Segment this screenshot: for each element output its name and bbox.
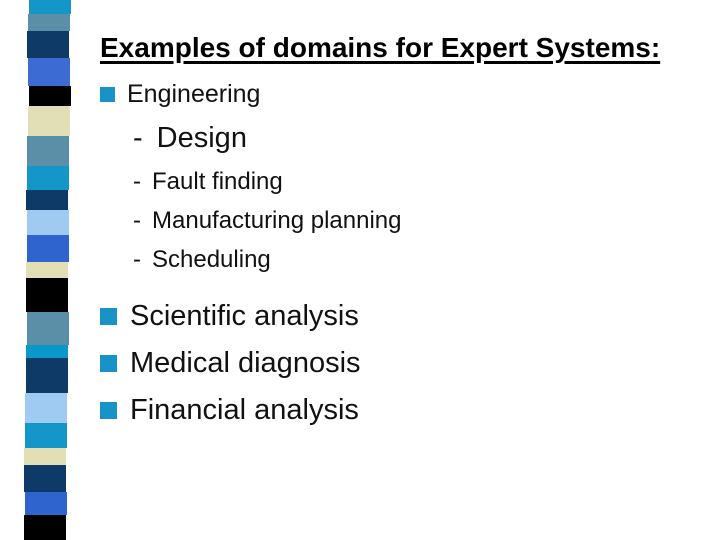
- bullet-square-icon: [100, 308, 117, 325]
- list-item: - Fault finding: [100, 162, 700, 201]
- list-item: - Scheduling: [100, 240, 700, 279]
- strip-block: [28, 106, 70, 136]
- strip-block: [27, 235, 69, 262]
- strip-block: [26, 278, 68, 312]
- decor-strip: [24, 0, 71, 540]
- strip-block: [28, 14, 70, 31]
- list-item: Scientific analysis: [100, 293, 700, 340]
- strip-block: [26, 358, 68, 393]
- strip-block: [26, 345, 68, 358]
- strip-block: [27, 136, 69, 166]
- list-item-label: Fault finding: [152, 168, 283, 195]
- list-item: - Design: [100, 118, 700, 158]
- list-item: Financial analysis: [100, 387, 700, 434]
- strip-block: [27, 166, 69, 190]
- strip-block: [25, 423, 67, 448]
- slide-content: Examples of domains for Expert Systems: …: [100, 32, 700, 434]
- strip-block: [24, 465, 66, 492]
- bullet-square-icon: [100, 355, 117, 372]
- list-item-label: Scheduling: [152, 246, 271, 273]
- strip-block: [24, 448, 66, 465]
- strip-block: [25, 393, 67, 423]
- page-title: Examples of domains for Expert Systems:: [100, 32, 661, 63]
- list-item-label: Scientific analysis: [130, 300, 359, 332]
- list-item-label: Medical diagnosis: [130, 347, 361, 379]
- list-item-label: Design: [156, 122, 247, 154]
- strip-block: [27, 31, 69, 58]
- strip-block: [29, 0, 71, 14]
- list-item: - Manufacturing planning: [100, 201, 700, 240]
- bullet-square-icon: [100, 86, 115, 102]
- strip-block: [26, 262, 68, 278]
- strip-block: [27, 312, 69, 345]
- strip-block: [25, 492, 67, 515]
- dash-marker: -: [133, 246, 141, 273]
- strip-block: [29, 86, 71, 106]
- strip-block: [27, 210, 69, 235]
- list-item-label: Engineering: [127, 80, 261, 108]
- dash-marker: -: [133, 168, 141, 195]
- list-item-label: Financial analysis: [130, 394, 359, 426]
- strip-block: [24, 515, 66, 540]
- strip-block: [26, 190, 68, 210]
- bullet-square-icon: [100, 402, 117, 419]
- list-item: Medical diagnosis: [100, 340, 700, 387]
- strip-block: [28, 58, 70, 86]
- dash-marker: -: [133, 122, 143, 154]
- spacer: [100, 279, 700, 293]
- dash-marker: -: [133, 207, 141, 234]
- list-item-label: Manufacturing planning: [152, 207, 402, 234]
- list-item: Engineering: [100, 78, 700, 110]
